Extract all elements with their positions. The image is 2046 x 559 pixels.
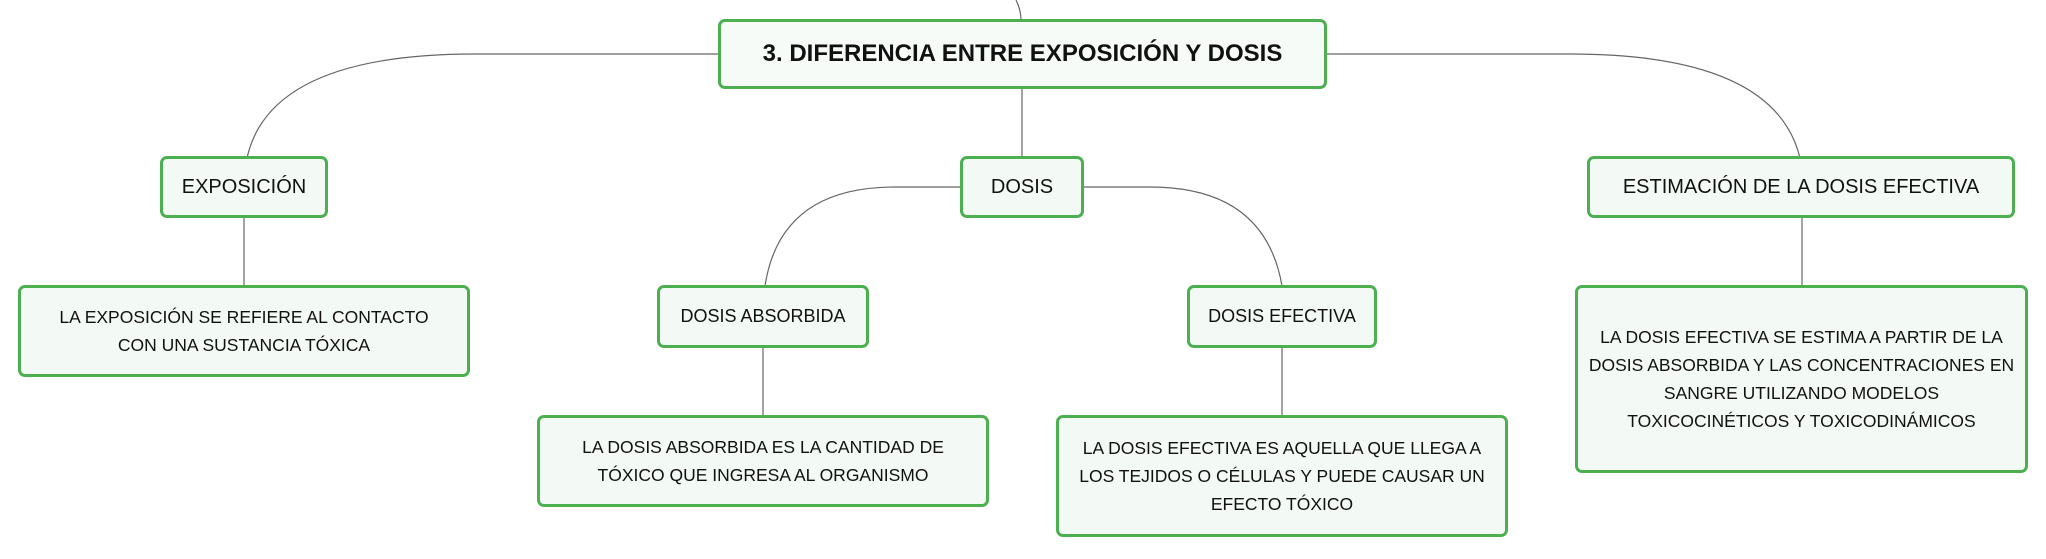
dosis-efectiva-label: DOSIS EFECTIVA — [1208, 306, 1356, 326]
dosis-node-label: DOSIS — [990, 175, 1054, 198]
root-node[interactable]: 3. DIFERENCIA ENTRE EXPOSICIÓN Y DOSIS — [718, 19, 1327, 89]
dosis-absorbida-detail-node[interactable]: LA DOSIS ABSORBIDA ES LA CANTIDAD DE TÓX… — [537, 415, 989, 507]
exposicion-detail-node[interactable]: LA EXPOSICIÓN SE REFIERE AL CONTACTO CON… — [18, 285, 470, 377]
root-node-label: 3. DIFERENCIA ENTRE EXPOSICIÓN Y DOSIS — [762, 40, 1283, 67]
connector-root-exposicion — [246, 53, 720, 159]
dosis-efectiva-detail-text: LA DOSIS EFECTIVA ES AQUELLA QUE LLEGA A… — [1079, 438, 1485, 514]
connector-root-estimacion — [1325, 53, 1801, 159]
connector-dosis-efectiva — [1082, 186, 1283, 287]
dosis-efectiva-node[interactable]: DOSIS EFECTIVA — [1187, 285, 1377, 348]
dosis-node[interactable]: DOSIS — [960, 156, 1084, 218]
estimacion-detail-node[interactable]: LA DOSIS EFECTIVA SE ESTIMA A PARTIR DE … — [1575, 285, 2028, 473]
estimacion-node[interactable]: ESTIMACIÓN DE LA DOSIS EFECTIVA — [1587, 156, 2015, 218]
dosis-efectiva-detail-node[interactable]: LA DOSIS EFECTIVA ES AQUELLA QUE LLEGA A… — [1056, 415, 1508, 537]
exposicion-node-label: EXPOSICIÓN — [181, 175, 307, 198]
estimacion-detail-text: LA DOSIS EFECTIVA SE ESTIMA A PARTIR DE … — [1588, 327, 2015, 431]
exposicion-node[interactable]: EXPOSICIÓN — [160, 156, 328, 218]
estimacion-node-label: ESTIMACIÓN DE LA DOSIS EFECTIVA — [1622, 175, 1980, 198]
connector-parent-root — [1015, 0, 1022, 21]
connector-dosis-absorbida — [764, 186, 962, 287]
dosis-absorbida-detail-text: LA DOSIS ABSORBIDA ES LA CANTIDAD DE TÓX… — [582, 437, 944, 485]
dosis-absorbida-node[interactable]: DOSIS ABSORBIDA — [657, 285, 869, 348]
dosis-absorbida-label: DOSIS ABSORBIDA — [680, 306, 846, 326]
exposicion-detail-text: LA EXPOSICIÓN SE REFIERE AL CONTACTO CON… — [59, 307, 429, 355]
